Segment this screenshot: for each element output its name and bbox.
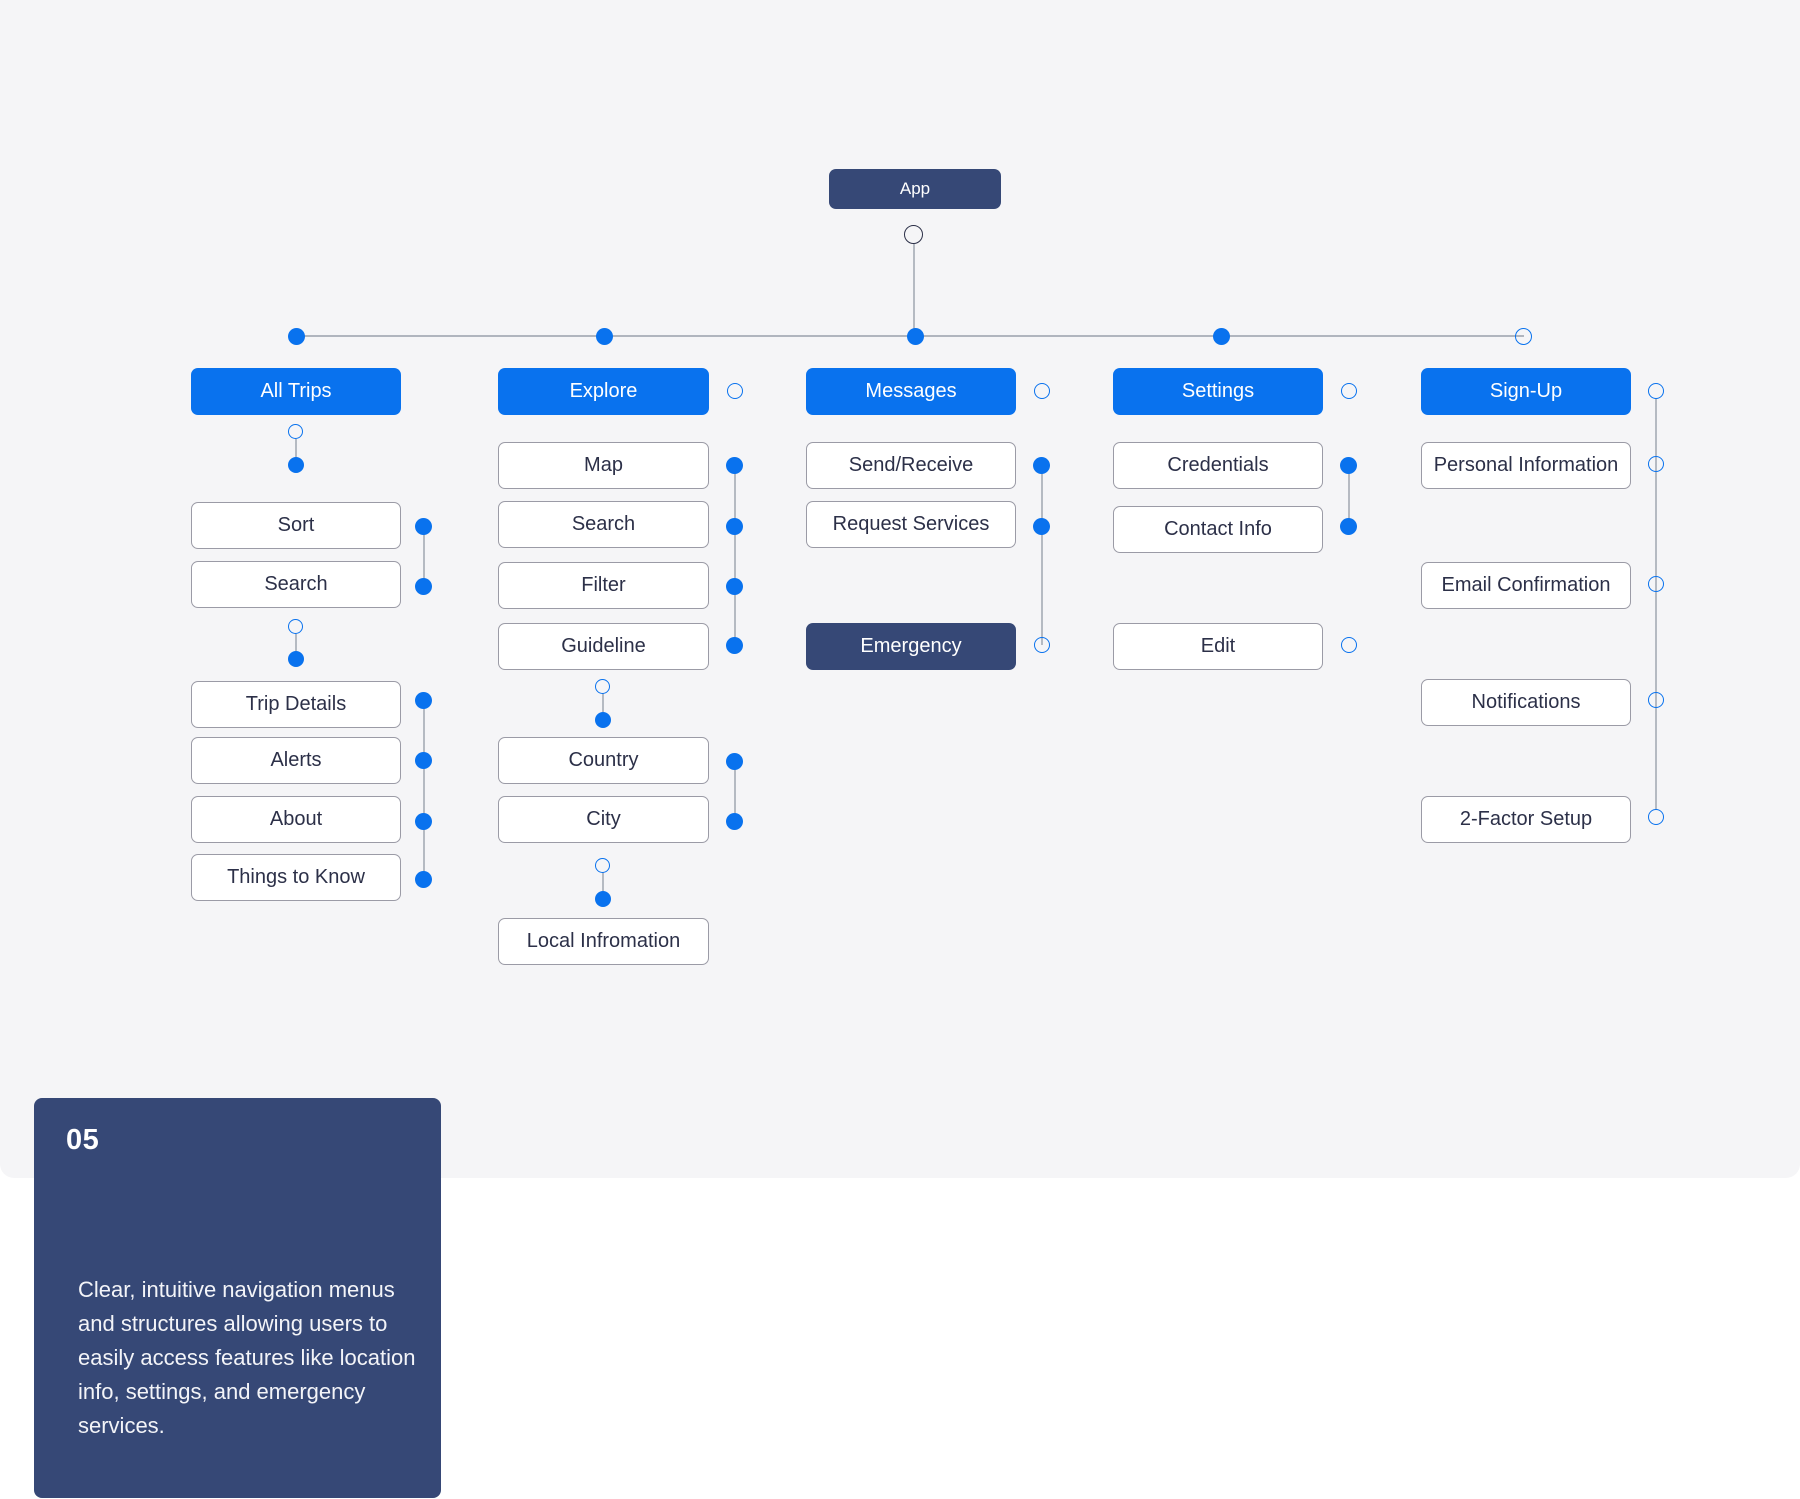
node-about[interactable]: About: [191, 796, 401, 843]
connector-dot: [1648, 809, 1664, 825]
branch-dot-explore: [596, 328, 613, 345]
node-guideline[interactable]: Guideline: [498, 623, 709, 670]
connector-dot: [595, 712, 611, 728]
connector-dot: [1341, 383, 1357, 399]
root-connector-dot: [904, 225, 923, 244]
card-description: Clear, intuitive navigation menus and st…: [78, 1277, 416, 1438]
connector-dot: [726, 578, 743, 595]
connector-dot: [1341, 637, 1357, 653]
connector-dot: [415, 578, 432, 595]
node-credentials[interactable]: Credentials: [1113, 442, 1323, 489]
node-notifications[interactable]: Notifications: [1421, 679, 1631, 726]
header-sign-up[interactable]: Sign-Up: [1421, 368, 1631, 415]
diagram-canvas: App All Trips Sort Search Trip Details A…: [191, 169, 1664, 965]
node-sort[interactable]: Sort: [191, 502, 401, 549]
node-map[interactable]: Map: [498, 442, 709, 489]
info-card: 05 Clear, intuitive navigation menus and…: [34, 1098, 441, 1498]
connector-dot: [727, 383, 743, 399]
header-settings[interactable]: Settings: [1113, 368, 1323, 415]
connector-dot: [415, 813, 432, 830]
node-request-services[interactable]: Request Services: [806, 501, 1016, 548]
connector-dot: [1340, 518, 1357, 535]
connector-dot: [1648, 383, 1664, 399]
header-all-trips[interactable]: All Trips: [191, 368, 401, 415]
connector-dot: [288, 457, 304, 473]
connector-dot: [595, 858, 610, 873]
header-messages[interactable]: Messages: [806, 368, 1016, 415]
node-emergency[interactable]: Emergency: [806, 623, 1016, 670]
node-explore-search[interactable]: Search: [498, 501, 709, 548]
node-filter[interactable]: Filter: [498, 562, 709, 609]
node-alerts[interactable]: Alerts: [191, 737, 401, 784]
node-local-information[interactable]: Local Infromation: [498, 918, 709, 965]
connector-dot: [415, 871, 432, 888]
node-trip-details[interactable]: Trip Details: [191, 681, 401, 728]
connector-dot: [726, 753, 743, 770]
connector-dot: [1648, 576, 1664, 592]
connector-dot: [1034, 383, 1050, 399]
connector-dot: [595, 679, 610, 694]
connector-dot: [726, 518, 743, 535]
header-explore[interactable]: Explore: [498, 368, 709, 415]
connector-dot: [1033, 457, 1050, 474]
node-email-confirmation[interactable]: Email Confirmation: [1421, 562, 1631, 609]
connector-dot: [288, 619, 303, 634]
connector-dot: [415, 752, 432, 769]
node-personal-information[interactable]: Personal Information: [1421, 442, 1631, 489]
node-send-receive[interactable]: Send/Receive: [806, 442, 1016, 489]
node-edit[interactable]: Edit: [1113, 623, 1323, 670]
branch-dot-all-trips: [288, 328, 305, 345]
branch-dot-sign-up: [1515, 328, 1532, 345]
root-node-app[interactable]: App: [829, 169, 1001, 209]
branch-dot-messages: [907, 328, 924, 345]
connector-dot: [415, 692, 432, 709]
connector-dot: [1033, 518, 1050, 535]
connector-dot: [1034, 637, 1050, 653]
node-things-to-know[interactable]: Things to Know: [191, 854, 401, 901]
node-search[interactable]: Search: [191, 561, 401, 608]
connector-dot: [288, 651, 304, 667]
connector-dot: [415, 518, 432, 535]
connector-dot: [1648, 456, 1664, 472]
connector-dot: [288, 424, 303, 439]
branch-dot-settings: [1213, 328, 1230, 345]
connector-dot: [726, 457, 743, 474]
connector-dot: [726, 813, 743, 830]
connector-dot: [595, 891, 611, 907]
node-contact-info[interactable]: Contact Info: [1113, 506, 1323, 553]
connector-dot: [1648, 692, 1664, 708]
node-country[interactable]: Country: [498, 737, 709, 784]
node-city[interactable]: City: [498, 796, 709, 843]
node-2-factor-setup[interactable]: 2-Factor Setup: [1421, 796, 1631, 843]
connector-dot: [1340, 457, 1357, 474]
connector-dot: [726, 637, 743, 654]
card-number: 05: [66, 1124, 100, 1156]
